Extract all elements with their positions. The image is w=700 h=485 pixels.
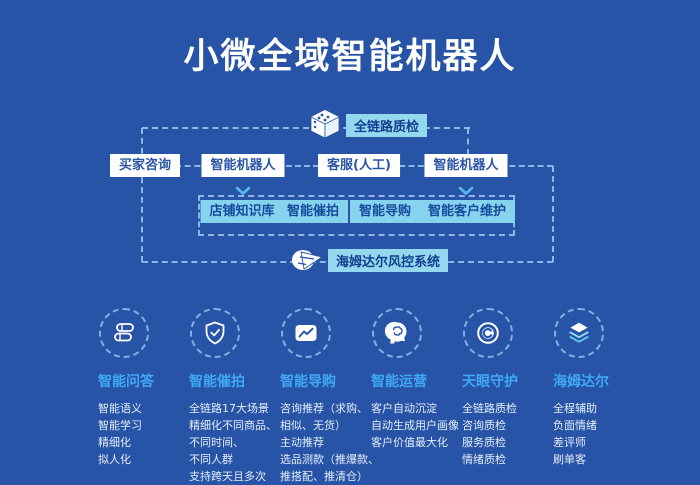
feature-items: 全程辅助 负面情绪 差评师 刷单客 bbox=[553, 400, 624, 468]
top-dashed-line bbox=[142, 127, 470, 129]
connector-line bbox=[277, 165, 328, 167]
feature-item: 主动推荐 bbox=[280, 436, 324, 449]
connector-line bbox=[500, 165, 553, 167]
feature-item: 咨询质检 bbox=[462, 419, 506, 432]
feature-item: 客户自动沉淀 bbox=[371, 402, 437, 415]
feature-col-remind: 智能催拍 全链路17大场景 精细化不同商品、 不同时间、 不同人群 支持跨天且多… bbox=[169, 308, 277, 485]
flow-node-human-service: 客服(人工) bbox=[318, 154, 400, 177]
qc-label-group: 全链路质检 bbox=[304, 108, 428, 144]
feature-items: 咨询推荐（求购、 相似、无货） 主动推荐 选品测款（推爆款、 推搭配、推清仓） bbox=[280, 400, 379, 485]
head-brain-icon bbox=[371, 308, 422, 358]
page-title: 小微全域智能机器人 bbox=[183, 37, 517, 77]
left-dashed-line bbox=[141, 128, 143, 262]
feature-item: 不同人群 bbox=[189, 453, 233, 466]
books-icon bbox=[98, 308, 149, 358]
right-long-dashed-line bbox=[552, 166, 554, 262]
feature-title: 智能运营 bbox=[371, 374, 427, 390]
feature-item: 全程辅助 bbox=[553, 402, 597, 415]
feature-item: 精细化 bbox=[98, 436, 131, 449]
flow-node-buyer: 买家咨询 bbox=[109, 154, 181, 177]
qc-box-icon bbox=[304, 108, 346, 144]
chevron-down-icon bbox=[458, 181, 474, 200]
poster: 小微全域智能机器人 全链路质检 买家咨询 智能机器人 客服(人工) 智 bbox=[98, 37, 609, 483]
connector-line bbox=[175, 165, 210, 167]
feature-item: 差评师 bbox=[553, 436, 586, 449]
heimdall-label-group: 海姆达尔风控系统 bbox=[288, 243, 449, 277]
feature-item: 选品测款（推爆款、 bbox=[280, 453, 379, 466]
feature-item: 服务质检 bbox=[462, 436, 506, 449]
feature-item: 拟人化 bbox=[98, 453, 131, 466]
feature-item: 自动生成用户画像 bbox=[371, 419, 459, 432]
feature-title: 海姆达尔 bbox=[553, 374, 609, 390]
feature-items: 全链路17大场景 精细化不同商品、 不同时间、 不同人群 支持跨天且多次 bbox=[189, 400, 277, 485]
capability-node-knowledge-base: 店铺知识库 bbox=[200, 200, 284, 223]
flow-node-robot-2: 智能机器人 bbox=[424, 154, 508, 177]
feature-title: 天眼守护 bbox=[462, 374, 518, 390]
connector-line bbox=[390, 165, 433, 167]
chevron-down-icon bbox=[235, 181, 251, 200]
heimdall-shield-icon bbox=[288, 243, 328, 277]
feature-item: 精细化不同商品、 bbox=[189, 419, 277, 432]
capability-node-customer-care: 智能客户维护 bbox=[418, 200, 516, 223]
feature-title: 智能导购 bbox=[280, 374, 336, 390]
feature-item: 智能学习 bbox=[98, 419, 142, 432]
eye-target-icon bbox=[462, 308, 513, 358]
feature-item: 支持跨天且多次 bbox=[189, 470, 266, 483]
feature-col-qa: 智能问答 智能语义 智能学习 精细化 拟人化 bbox=[78, 308, 169, 485]
shield-check-icon bbox=[189, 308, 240, 358]
feature-item: 相似、无货） bbox=[280, 419, 346, 432]
feature-item: 智能语义 bbox=[98, 402, 142, 415]
feature-items: 智能语义 智能学习 精细化 拟人化 bbox=[98, 400, 169, 468]
feature-col-heimdall: 海姆达尔 全程辅助 负面情绪 差评师 刷单客 bbox=[533, 308, 624, 485]
qc-label: 全链路质检 bbox=[346, 114, 428, 137]
feature-section: 智能问答 智能语义 智能学习 精细化 拟人化 智能催拍 全链路17大场景 精细化… bbox=[78, 308, 624, 485]
layers-icon bbox=[553, 308, 604, 358]
feature-item: 推搭配、推清仓） bbox=[280, 470, 368, 483]
flow-node-robot-1: 智能机器人 bbox=[201, 154, 285, 177]
feature-item: 刷单客 bbox=[553, 453, 586, 466]
feature-item: 全链路17大场景 bbox=[189, 402, 269, 415]
chart-image-icon bbox=[280, 308, 331, 358]
right-short-dashed-line bbox=[467, 128, 469, 155]
feature-col-guide: 智能导购 咨询推荐（求购、 相似、无货） 主动推荐 选品测款（推爆款、 推搭配、… bbox=[260, 308, 379, 485]
capability-node-smart-remind: 智能催拍 bbox=[277, 200, 349, 223]
feature-item: 情绪质检 bbox=[462, 453, 506, 466]
feature-title: 智能催拍 bbox=[189, 374, 245, 390]
feature-items: 全链路质检 咨询质检 服务质检 情绪质检 bbox=[462, 400, 533, 468]
feature-items: 客户自动沉淀 自动生成用户画像 客户价值最大化 bbox=[371, 400, 459, 451]
feature-item: 全链路质检 bbox=[462, 402, 517, 415]
feature-item: 不同时间、 bbox=[189, 436, 244, 449]
heimdall-label: 海姆达尔风控系统 bbox=[328, 249, 449, 272]
feature-col-skyeye: 天眼守护 全链路质检 咨询质检 服务质检 情绪质检 bbox=[442, 308, 533, 485]
feature-col-operation: 智能运营 客户自动沉淀 自动生成用户画像 客户价值最大化 bbox=[351, 308, 459, 485]
feature-title: 智能问答 bbox=[98, 374, 154, 390]
feature-item: 客户价值最大化 bbox=[371, 436, 448, 449]
feature-item: 咨询推荐（求购、 bbox=[280, 402, 368, 415]
feature-item: 负面情绪 bbox=[553, 419, 597, 432]
capability-node-smart-guide: 智能导购 bbox=[349, 200, 421, 223]
